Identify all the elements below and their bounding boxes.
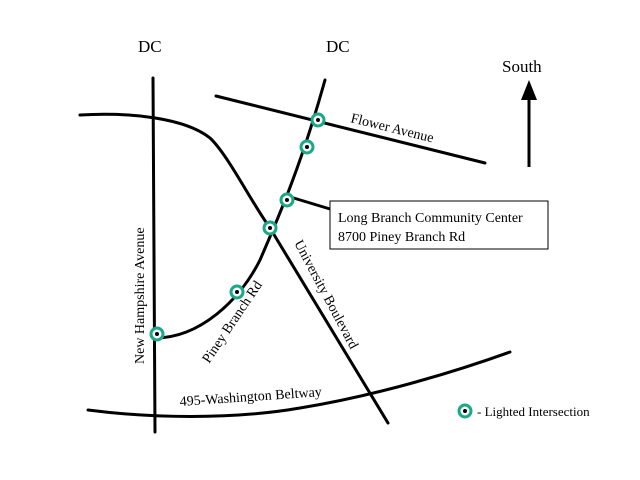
washington-beltway-label: 495-Washington Beltway [179,385,322,410]
community-center-box [329,200,549,250]
south-label: South [502,57,542,76]
lighted-intersection-icon [149,326,165,342]
new-hampshire-avenue-label: New Hampshire Avenue [133,227,148,364]
lighted-intersection-markers [149,112,326,342]
legend-text: - Lighted Intersection [477,404,590,419]
new-hampshire-avenue-road [151,76,157,434]
lighted-intersection-icon [229,284,245,300]
lighted-intersection-icon [310,112,326,128]
flower-avenue-road [214,94,487,165]
university-boulevard-road [268,226,390,425]
community-center-name: Long Branch Community Center [338,211,523,226]
lighted-intersection-icon [262,220,278,236]
dc-left-label: DC [138,37,162,56]
legend-ring-marker-icon [457,403,473,419]
dc-right-label: DC [326,37,350,56]
south-arrow-icon [521,80,537,167]
curved-road-to-dc-left [78,112,272,230]
lighted-intersection-icon [279,192,295,208]
university-boulevard-label: University Boulevard [290,238,360,352]
community-center-address: 8700 Piney Branch Rd [338,230,465,245]
washington-beltway-road [86,350,512,418]
lighted-intersection-icon [299,139,315,155]
